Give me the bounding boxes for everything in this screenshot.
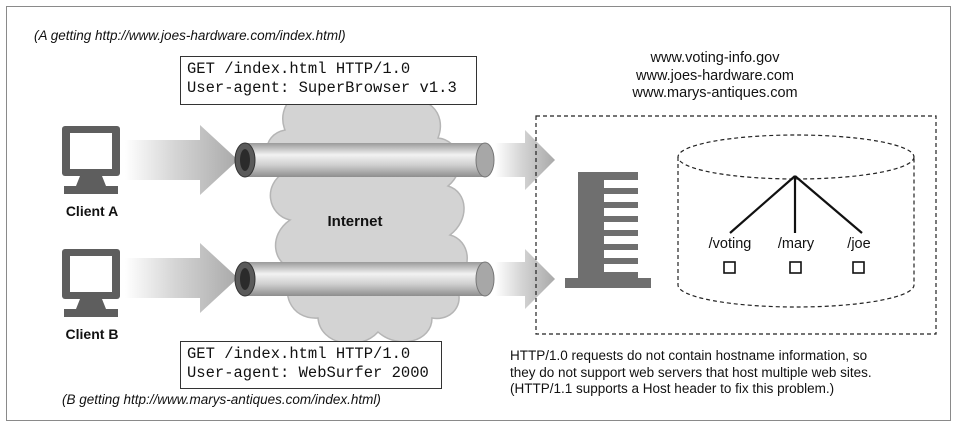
request-box-b: GET /index.html HTTP/1.0 User-agent: Web… (180, 341, 442, 389)
pipe-b (234, 261, 495, 297)
pipe-a (234, 142, 495, 178)
client-b-label: Client B (65, 326, 119, 342)
host-joes: www.joes-hardware.com (636, 67, 794, 84)
server-tower-icon (565, 172, 651, 288)
virtual-host-box (535, 115, 937, 335)
client-b-arrow (125, 243, 238, 313)
client-a-arrow (125, 125, 238, 195)
host-marys: www.marys-antiques.com (632, 85, 798, 101)
http10-note: HTTP/1.0 requests do not contain hostnam… (510, 348, 950, 398)
dir-voting-label: /voting (708, 236, 752, 252)
client-a-label: Client A (65, 203, 119, 219)
client-b-computer-icon (62, 249, 120, 317)
request-a-line2: User-agent: SuperBrowser v1.3 (187, 79, 457, 97)
caption-bottom: (B getting http://www.marys-antiques.com… (62, 392, 381, 407)
request-a-line1: GET /index.html HTTP/1.0 (187, 60, 411, 78)
request-b-line2: User-agent: WebSurfer 2000 (187, 364, 429, 382)
request-box-a: GET /index.html HTTP/1.0 User-agent: Sup… (180, 56, 477, 105)
file-voting-icon (723, 261, 736, 274)
caption-top: (A getting http://www.joes-hardware.com/… (34, 28, 346, 43)
server-arrow-a (495, 130, 555, 190)
internet-label: Internet (327, 213, 383, 230)
request-b-line1: GET /index.html HTTP/1.0 (187, 345, 411, 363)
file-joe-icon (852, 261, 865, 274)
client-a-computer-icon (62, 126, 120, 194)
file-mary-icon (789, 261, 802, 274)
host-list: www.voting-info.gov www.joes-hardware.co… (590, 50, 840, 103)
note-line-3: (HTTP/1.1 supports a Host header to fix … (510, 381, 835, 396)
dir-joe-label: /joe (847, 236, 871, 252)
directory-tree (729, 175, 863, 234)
dir-mary-label: /mary (777, 236, 815, 252)
note-line-2: they do not support web servers that hos… (510, 364, 872, 380)
note-line-1: HTTP/1.0 requests do not contain hostnam… (510, 348, 868, 363)
server-arrow-b (495, 249, 555, 309)
host-voting: www.voting-info.gov (650, 50, 780, 66)
